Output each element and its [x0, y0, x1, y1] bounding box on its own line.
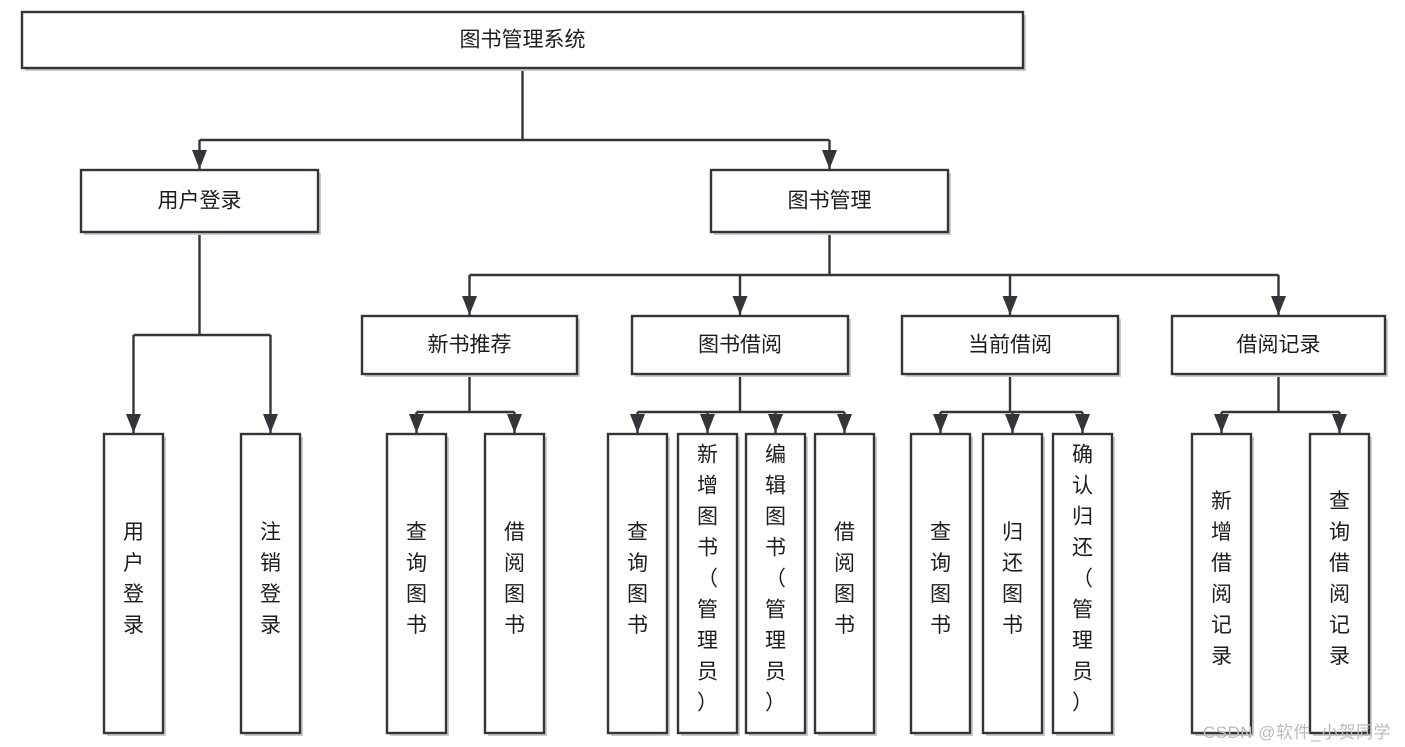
node-label: 归还图书	[1002, 521, 1023, 637]
node-edit-book[interactable]: 编辑图书（管理员）	[744, 432, 808, 736]
node-confirm-return[interactable]: 确认归还（管理员）	[1051, 432, 1115, 736]
node-label: 图书借阅	[698, 334, 782, 357]
node-label: 查询图书	[406, 521, 427, 637]
node-query-book-3[interactable]: 查询图书	[909, 432, 973, 736]
arrow-head-icon	[409, 414, 424, 433]
connector-layer	[126, 68, 1347, 433]
node-user-logout[interactable]: 注销登录	[239, 432, 303, 736]
node-book-borrow[interactable]: 图书借阅	[630, 314, 851, 377]
arrow-head-icon	[192, 150, 207, 169]
node-label: 确认归还（管理员）	[1072, 444, 1093, 715]
arrow-head-icon	[1214, 414, 1229, 433]
node-borrow-book-2[interactable]: 借阅图书	[813, 432, 877, 736]
arrow-head-icon	[462, 296, 477, 315]
node-label: 新增借阅记录	[1211, 490, 1232, 668]
node-label: 新增图书（管理员）	[697, 444, 718, 715]
node-borrow-record[interactable]: 借阅记录	[1170, 314, 1388, 377]
node-query-book-2[interactable]: 查询图书	[606, 432, 670, 736]
arrow-head-icon	[1075, 414, 1090, 433]
node-borrow-book-1[interactable]: 借阅图书	[483, 432, 547, 736]
node-label: 新书推荐	[428, 334, 512, 357]
node-label: 用户登录	[158, 190, 242, 213]
node-label: 注销登录	[260, 521, 281, 637]
node-query-book-1[interactable]: 查询图书	[385, 432, 449, 736]
arrow-head-icon	[1002, 296, 1018, 315]
node-return-book[interactable]: 归还图书	[981, 432, 1045, 736]
node-label: 当前借阅	[968, 334, 1052, 357]
node-label: 图书管理系统	[460, 29, 586, 52]
arrow-head-icon	[1271, 296, 1286, 315]
node-label: 查询借阅记录	[1329, 490, 1350, 668]
node-add-book[interactable]: 新增图书（管理员）	[676, 432, 740, 736]
node-query-borrow-record[interactable]: 查询借阅记录	[1308, 432, 1372, 736]
csdn-watermark: CSDN @软件_小贺同学	[1202, 723, 1391, 742]
arrow-head-icon	[768, 414, 783, 433]
arrow-head-icon	[630, 414, 645, 433]
node-book-manage[interactable]: 图书管理	[709, 168, 951, 235]
node-label: 查询图书	[930, 521, 951, 637]
arrow-head-icon	[732, 296, 748, 315]
node-add-borrow-record[interactable]: 新增借阅记录	[1190, 432, 1254, 736]
arrow-head-icon	[1005, 414, 1020, 433]
node-new-book-recommend[interactable]: 新书推荐	[360, 314, 580, 377]
node-label: 编辑图书（管理员）	[765, 444, 786, 715]
arrow-head-icon	[822, 150, 837, 169]
node-user-login-do[interactable]: 用户登录	[102, 432, 166, 736]
node-layer: 图书管理系统用户登录用户登录注销登录图书管理新书推荐查询图书借阅图书图书借阅查询…	[20, 10, 1388, 736]
node-label: 借阅图书	[504, 521, 525, 637]
node-label: 查询图书	[627, 521, 648, 637]
node-user-login[interactable]: 用户登录	[79, 168, 321, 235]
arrow-head-icon	[507, 414, 522, 433]
arrow-head-icon	[933, 414, 948, 433]
node-label: 借阅记录	[1237, 334, 1321, 357]
arrow-head-icon	[837, 414, 852, 433]
arrow-head-icon	[700, 414, 715, 433]
node-label: 图书管理	[788, 190, 872, 213]
node-label: 借阅图书	[834, 521, 855, 637]
node-current-borrow[interactable]: 当前借阅	[900, 314, 1121, 377]
arrow-head-icon	[263, 414, 278, 433]
node-label: 用户登录	[123, 521, 144, 637]
node-root[interactable]: 图书管理系统	[20, 10, 1026, 71]
arrow-head-icon	[126, 414, 141, 433]
arrow-head-icon	[1332, 414, 1347, 433]
